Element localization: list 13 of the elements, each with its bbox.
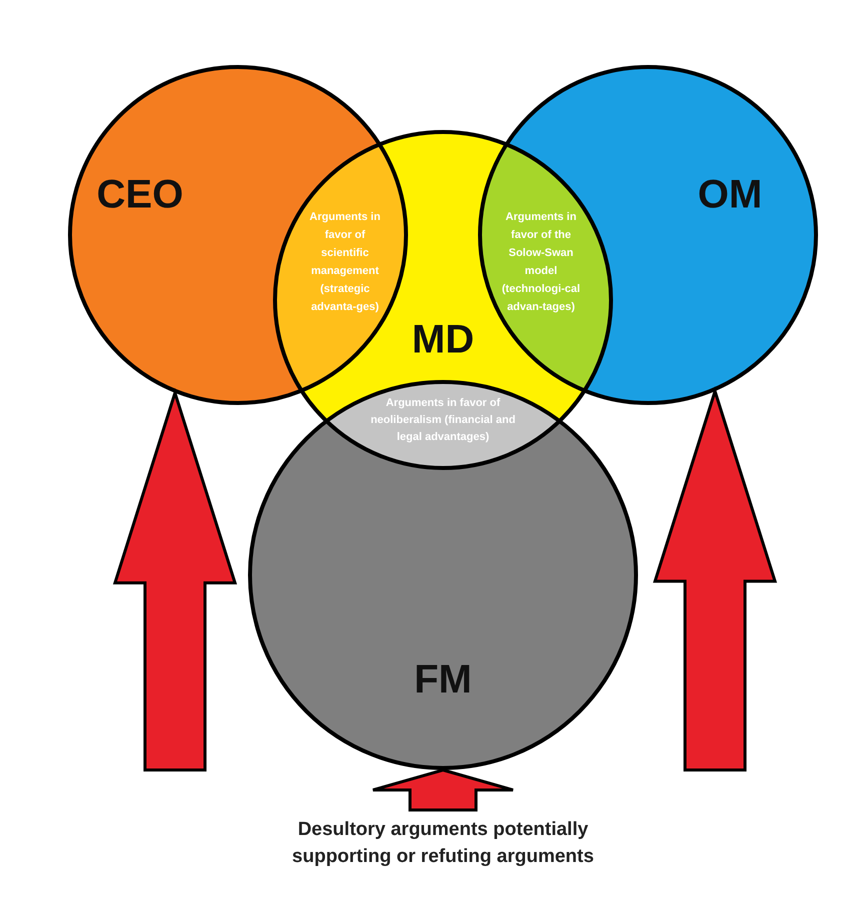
- circle: [248, 380, 638, 770]
- region-text: Arguments in favor of the Solow-Swan model (technologi-cal advan-tages): [500, 210, 582, 315]
- circle-label: CEO: [96, 172, 184, 218]
- block-arrow: [112, 388, 238, 772]
- circle: [273, 130, 613, 470]
- circle-label: FM: [414, 658, 472, 702]
- circle-label: OM: [698, 172, 762, 218]
- block-arrow: [652, 386, 778, 772]
- block-arrow: [372, 768, 514, 812]
- region-text: Arguments in favor of neoliberalism (financial and legal advantages): [370, 396, 516, 445]
- caption-text: Desultory arguments potentially supporting or refuting arguments: [248, 816, 638, 870]
- circle-label: MD: [412, 318, 474, 362]
- region-text: Arguments in favor of scientific management (strategic advanta-ges): [308, 210, 382, 315]
